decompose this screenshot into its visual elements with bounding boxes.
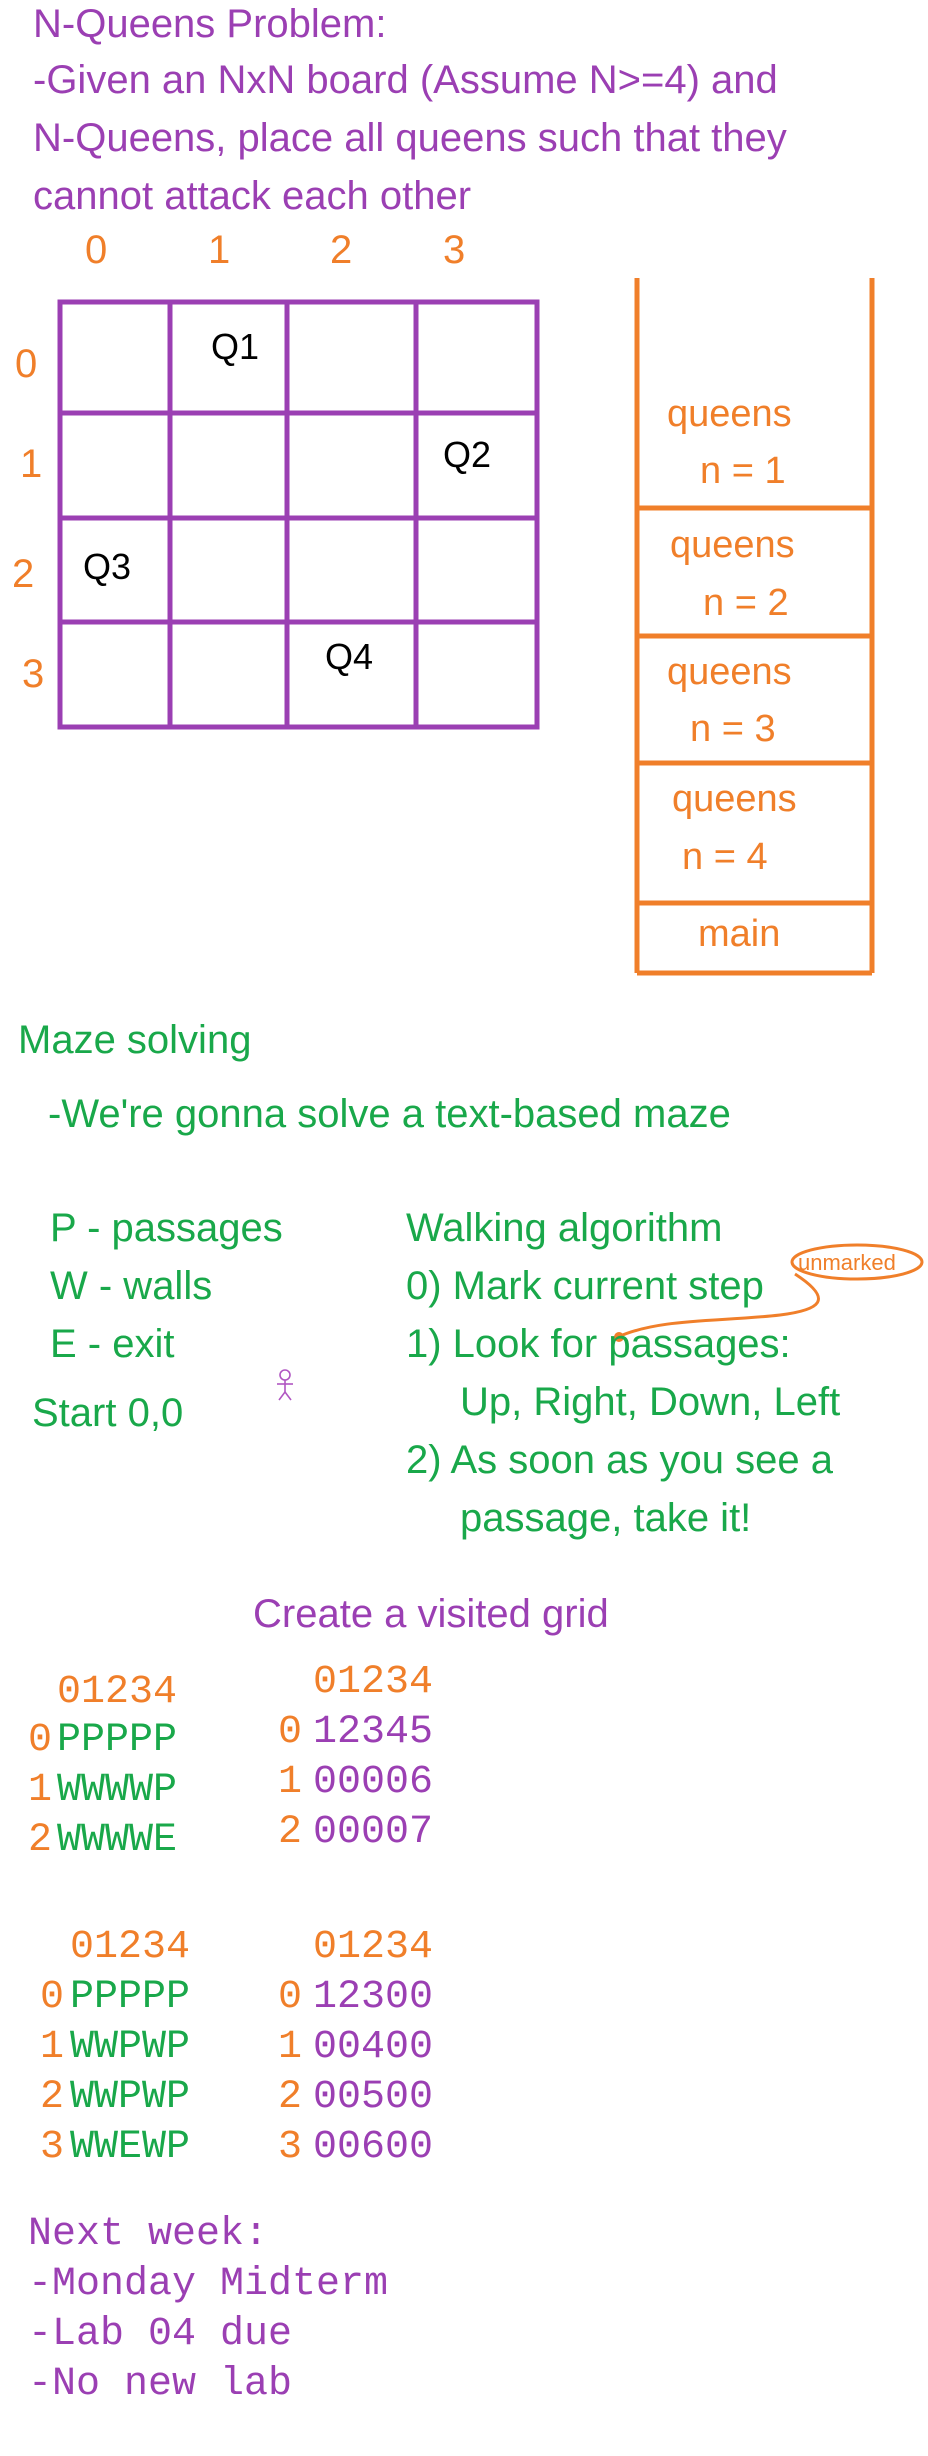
grid1-visited-row: 00006 [313,1760,434,1805]
queen-3: Q3 [83,546,132,587]
nqueens-desc-line-3: cannot attack each other [33,174,472,218]
grid1-maze-row-label: 0 [28,1718,53,1763]
queen-4: Q4 [325,636,374,677]
stack-frame-label: queens [667,393,792,435]
grid1-maze-row: WWWWE [57,1818,178,1863]
nqueens-desc-line-2: N-Queens, place all queens such that the… [33,116,787,160]
unmarked-note: unmarked [798,1250,896,1275]
next-week-item: -Lab 04 due [28,2312,293,2357]
stack-frame-n: n = 1 [700,450,786,492]
board-row-label: 3 [22,652,45,696]
stack-frame-main: main [698,913,781,955]
grid1-maze-row: WWWWP [57,1768,178,1813]
stack-frame-label: queens [667,651,792,693]
grid2-visited-row: 00500 [313,2075,434,2120]
grid2-visited-row-label: 0 [278,1975,303,2020]
grid2-maze-row: WWEWP [70,2125,191,2170]
nqueens-desc-line-1: -Given an NxN board (Assume N>=4) and [33,58,778,102]
board-col-label: 0 [85,228,108,272]
next-week-title: Next week: [28,2212,269,2257]
maze-legend-exit: E - exit [50,1322,175,1366]
algorithm-step-1: 1) Look for passages: [406,1322,791,1366]
grid2-visited-row: 00600 [313,2125,434,2170]
stack-frame-n: n = 2 [703,582,789,624]
stack-frame-label: queens [670,524,795,566]
maze-subtitle: -We're gonna solve a text-based maze [48,1092,731,1136]
nqueens-title: N-Queens Problem: [33,2,387,46]
algorithm-title: Walking algorithm [406,1206,723,1250]
grid2-maze-row-label: 0 [40,1975,65,2020]
grid1-maze-row-label: 1 [28,1768,53,1813]
grid2-maze-row: WWPWP [70,2075,191,2120]
grid1-visited-row: 00007 [313,1810,434,1855]
grid1-maze-row-label: 2 [28,1818,53,1863]
grid2-visited-header: 01234 [313,1925,434,1970]
grid2-maze-row-label: 1 [40,2025,65,2070]
maze-title: Maze solving [18,1018,252,1062]
visited-title: Create a visited grid [253,1592,609,1636]
grid2-visited-row-label: 2 [278,2075,303,2120]
grid1-maze-header: 01234 [57,1670,178,1715]
grid2-maze-header: 01234 [70,1925,191,1970]
grid2-visited-row: 00400 [313,2025,434,2070]
maze-legend-walls: W - walls [50,1264,213,1308]
stack-frame-n: n = 3 [690,708,776,750]
board-col-label: 1 [208,228,231,272]
board-col-label: 2 [330,228,353,272]
maze-start: Start 0,0 [32,1391,184,1435]
next-week-item: -No new lab [28,2362,293,2407]
maze-legend-passages: P - passages [50,1206,283,1250]
grid2-maze-row: PPPPP [70,1975,191,2020]
grid1-visited-row-label: 0 [278,1710,303,1755]
grid2-maze-row-label: 2 [40,2075,65,2120]
queen-1: Q1 [211,326,260,367]
board-col-label: 3 [443,228,466,272]
stack-frame-n: n = 4 [682,836,768,878]
board-row-label: 1 [20,442,43,486]
stack-frame-label: queens [672,778,797,820]
queen-2: Q2 [443,434,492,475]
grid1-maze-row: PPPPP [57,1718,178,1763]
grid1-visited-header: 01234 [313,1660,434,1705]
algorithm-step-0: 0) Mark current step [406,1264,764,1308]
grid2-maze-row-label: 3 [40,2125,65,2170]
grid2-visited-row-label: 3 [278,2125,303,2170]
grid2-visited-row-label: 1 [278,2025,303,2070]
grid2-visited-row: 12300 [313,1975,434,2020]
grid1-visited-row-label: 2 [278,1810,303,1855]
algorithm-step-2: 2) As soon as you see a [406,1438,833,1482]
algorithm-step-2-cont: passage, take it! [460,1496,752,1540]
board-row-label: 2 [12,552,35,596]
algorithm-step-1-directions: Up, Right, Down, Left [460,1380,841,1424]
board-row-label: 0 [15,342,38,386]
grid2-maze-row: WWPWP [70,2025,191,2070]
next-week-item: -Monday Midterm [28,2262,389,2307]
grid1-visited-row-label: 1 [278,1760,303,1805]
grid1-visited-row: 12345 [313,1710,434,1755]
